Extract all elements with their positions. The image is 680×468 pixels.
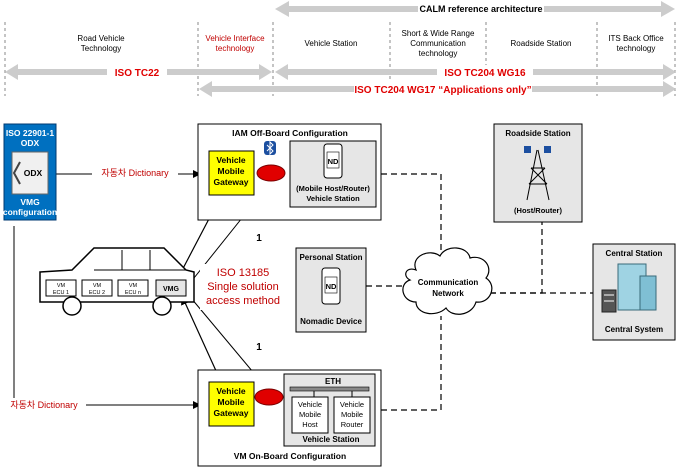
vm-router-line-2: Mobile (341, 410, 363, 419)
phone-icon (321, 267, 341, 305)
ecu-1: VM ECU 1 (45, 279, 77, 297)
iam-nd-label: ND (328, 157, 339, 166)
tc22-arrow: ISO TC22 (5, 64, 272, 80)
iam-gateway-line-1: Vehicle (216, 155, 246, 165)
vmg-box (155, 279, 187, 297)
header-column-2-line-2: technology (216, 44, 255, 53)
wg16-label: ISO TC204 WG16 (444, 68, 526, 79)
header-column-4-line-3: technology (419, 49, 458, 58)
iam-title: IAM Off-Board Configuration (232, 128, 348, 138)
personal-title: Personal Station (299, 253, 362, 262)
bluetooth-icon (264, 140, 276, 156)
ecu-2: VM ECU 2 (81, 279, 113, 297)
header-column-3-line-1: Vehicle Station (305, 39, 358, 48)
header-column-6-line-1: ITS Back Office (608, 34, 664, 43)
eth-label: ETH (325, 377, 341, 386)
iso13185-num-top: 1 (256, 233, 262, 244)
odx-icon-label: ODX (24, 168, 43, 178)
vehicle-mobile-router (333, 396, 371, 434)
iam-gateway (208, 150, 255, 196)
iam-station-line-1: (Mobile Host/Router) (296, 184, 370, 193)
central-title: Central Station (606, 249, 663, 258)
odx-title-2: ODX (21, 138, 40, 148)
odx-bottom-2: configuration (3, 207, 57, 217)
iso13185-line-2: Single solution (207, 281, 279, 293)
iam-connector-oval (256, 164, 286, 182)
wg16-arrow: ISO TC204 WG16 (275, 64, 676, 80)
vm-title: VM On-Board Configuration (234, 451, 346, 461)
ecu-n-line-2: ECU n (125, 290, 141, 296)
header-column-4-line-1: Short & Wide Range (402, 29, 475, 38)
iso13185-line-1: ISO 13185 (217, 267, 270, 279)
roadside-sub: (Host/Router) (514, 206, 562, 215)
header-column-1-line-1: Road Vehicle (77, 34, 125, 43)
dictionary-bottom-label: 자동차 Dictionary (10, 399, 78, 410)
vm-gateway (208, 381, 255, 427)
central-station: Central Station Central System (592, 243, 676, 341)
wg17-label: ISO TC204 WG17 “Applications only” (354, 85, 531, 96)
cloud-line-1: Communication (418, 278, 479, 287)
eth-bus (289, 386, 370, 392)
odx-title-1: ISO 22901-1 (6, 128, 54, 138)
vm-router-line-3: Router (341, 420, 364, 429)
phone-icon (323, 143, 343, 179)
iso13185-num-bottom: 1 (256, 342, 262, 353)
header-column-6-line-2: technology (617, 44, 656, 53)
vm-gateway-line-3: Gateway (214, 408, 249, 418)
ecu-n-line-1: VM (129, 283, 138, 289)
dictionary-top-label: 자동차 Dictionary (101, 167, 169, 178)
header-column-1-line-2: Technology (81, 44, 121, 53)
tc22-label: ISO TC22 (115, 68, 160, 79)
iam-station-line-2: Vehicle Station (306, 194, 360, 203)
building-icon (601, 263, 657, 313)
vm-host-line-3: Host (302, 420, 318, 429)
header-column-4-line-2: Communication (410, 39, 466, 48)
header-column-5-line-1: Roadside Station (511, 39, 572, 48)
vm-router-line-1: Vehicle (340, 400, 364, 409)
vm-station-label: Vehicle Station (303, 435, 360, 444)
iam-configuration: IAM Off-Board Configuration Vehicle Mobi… (197, 123, 382, 221)
ecu-n: VM ECU n (117, 279, 149, 297)
calm-arrow: CALM reference architecture (275, 1, 675, 17)
header: CALM reference architecture Road Vehicle… (4, 1, 676, 97)
column-dividers (4, 22, 676, 96)
ecu-2-line-2: ECU 2 (89, 290, 105, 296)
vehicle: VM ECU 1 VM ECU 2 VM ECU n VMG (39, 247, 195, 316)
ecu-1-line-1: VM (57, 283, 66, 289)
odx-document-icon: ODX (11, 151, 49, 195)
ecu-1-line-2: ECU 1 (53, 290, 69, 296)
vm-gateway-line-2: Mobile (218, 397, 245, 407)
iam-gateway-line-3: Gateway (214, 177, 249, 187)
vm-host-line-1: Vehicle (298, 400, 322, 409)
vehicle-wheel (152, 296, 172, 316)
vehicle-mobile-host (291, 396, 329, 434)
cloud-line-2: Network (432, 289, 464, 298)
odx-box: ISO 22901-1 ODX ODX VMG configuration (3, 123, 57, 221)
vm-host-line-2: Mobile (299, 410, 321, 419)
ecu-2-line-1: VM (93, 283, 102, 289)
wg17-arrow: ISO TC204 WG17 “Applications only” (199, 81, 676, 97)
vm-connector-oval (254, 388, 284, 406)
vm-configuration: Vehicle Mobile Gateway ETH Vehicle Mobil… (197, 369, 382, 467)
vehicle-wheel (62, 296, 82, 316)
odx-bottom-1: VMG (20, 197, 40, 207)
roadside-station: Roadside Station (Host/Router) (493, 123, 583, 223)
personal-nd-label: ND (326, 282, 337, 291)
central-sub: Central System (605, 325, 663, 334)
personal-station: Personal Station ND Nomadic Device (295, 247, 367, 333)
iam-gateway-line-2: Mobile (218, 166, 245, 176)
vm-gateway-line-1: Vehicle (216, 386, 246, 396)
iso13185-line-3: access method (206, 295, 280, 307)
personal-device-label: Nomadic Device (300, 317, 362, 326)
roadside-title: Roadside Station (505, 129, 570, 138)
antenna-tower-icon (524, 146, 551, 201)
vmg-label: VMG (163, 286, 180, 293)
calm-title: CALM reference architecture (419, 4, 542, 14)
header-column-2-line-1: Vehicle Interface (205, 34, 265, 43)
communication-network-cloud: Communication Network (402, 247, 493, 315)
